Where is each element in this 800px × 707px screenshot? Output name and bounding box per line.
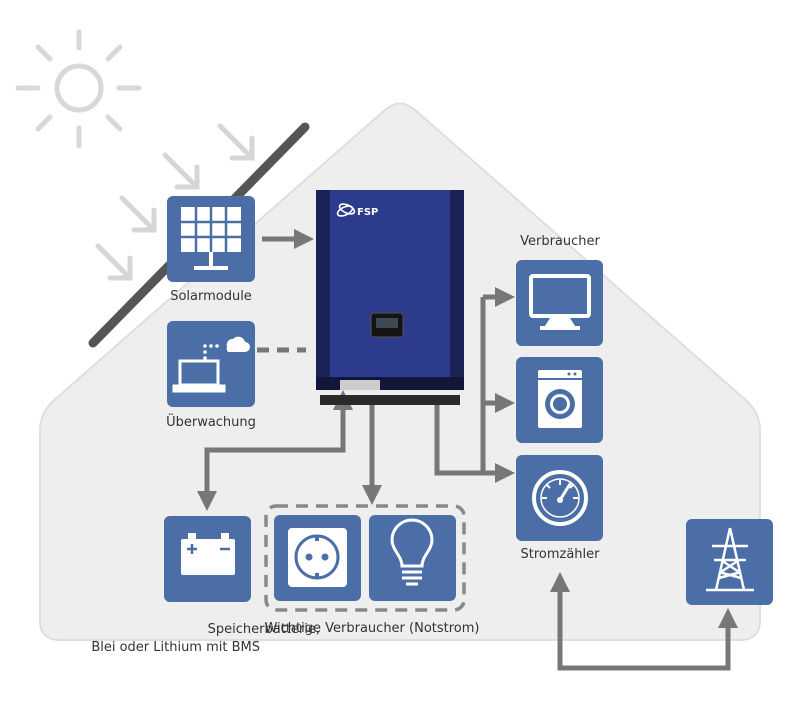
meter-grid-arrow — [550, 572, 738, 671]
fsp-logo-icon — [336, 203, 356, 217]
inverter-consumers-branch — [434, 395, 483, 476]
power-pylon-icon — [706, 527, 754, 592]
label-ueberwachung: Überwachung — [166, 415, 256, 430]
label-solarmodule: Solarmodule — [170, 289, 252, 304]
inverter-brand: FSP — [357, 207, 378, 218]
power-socket-icon — [288, 528, 347, 587]
monitor-cloud-icon — [172, 336, 250, 393]
meter-gauge-icon — [532, 470, 588, 526]
sun-icon — [15, 29, 142, 149]
sunbeam-arrows — [95, 123, 255, 281]
critical-loads-group — [264, 504, 466, 612]
monitor-icon — [529, 274, 591, 330]
light-bulb-icon — [390, 518, 434, 586]
washing-machine-icon — [538, 370, 582, 428]
grid-tile — [686, 519, 773, 605]
battery-icon — [181, 533, 235, 575]
label-battery-line1: Speicherbatterie, — [207, 622, 320, 637]
bulb-tile — [369, 515, 456, 601]
label-verbraucher: Verbraucher — [520, 234, 600, 249]
inverter: FSP — [316, 190, 464, 405]
inverter-battery-arrow — [197, 390, 353, 511]
solar-panel-icon — [181, 207, 241, 270]
label-stromzaehler: Stromzähler — [520, 547, 600, 562]
tv-tile — [516, 260, 603, 346]
label-critical-loads: Wichtige Verbraucher (Notstrom) — [264, 621, 480, 636]
label-battery-line2: Blei oder Lithium mit BMS — [91, 640, 260, 655]
